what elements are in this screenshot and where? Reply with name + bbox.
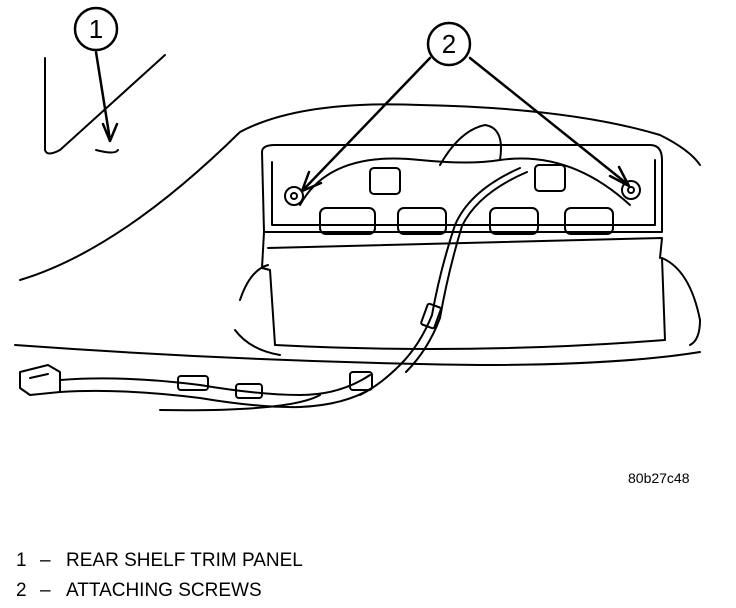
legend-item: 2–ATTACHING SCREWS [16,576,303,606]
callout-1-arrowhead [101,122,119,143]
body-outline [19,54,701,281]
callout-2-leader-right [468,56,628,185]
legend-item-number: 2 [16,580,27,601]
callout-1-number: 1 [89,14,103,44]
diagram-illustration: 1 2 [14,6,701,412]
callout-2-number: 2 [442,29,456,59]
legend-item-number: 1 [16,550,27,571]
lamp-housing [234,231,701,356]
legend-item-label: ATTACHING SCREWS [66,580,262,601]
legend-item-label: REAR SHELF TRIM PANEL [66,550,303,571]
figure-reference-code: 80b27c48 [628,470,690,486]
callout-1: 1 [73,6,119,143]
legend-item-separator: – [40,550,51,571]
wiring-harness [19,124,528,409]
rear-shelf-trim-panel [261,144,663,235]
callout-2-leader-left [303,56,432,190]
legend-item-separator: – [40,580,51,601]
legend-item: 1–REAR SHELF TRIM PANEL [16,546,303,576]
callout-2-arrowhead-right [608,165,631,188]
rear-shelf [14,344,701,412]
legend: 1–REAR SHELF TRIM PANEL 2–ATTACHING SCRE… [16,546,303,606]
callout-1-leader [94,50,112,142]
